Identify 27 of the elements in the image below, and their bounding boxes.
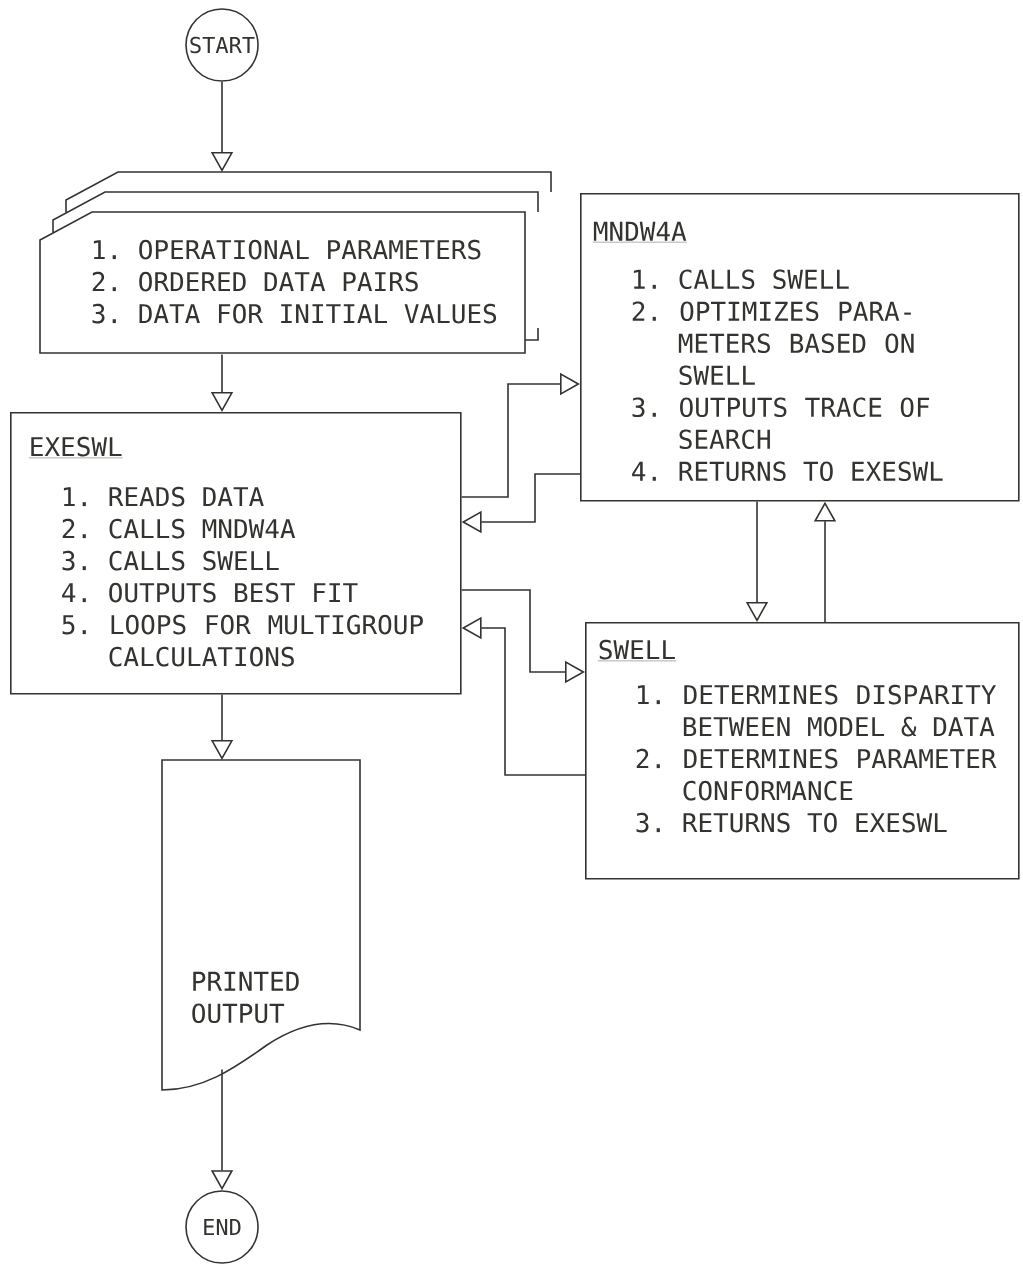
list-item: 3. RETURNS TO EXESWL xyxy=(636,812,947,833)
list-item: 4. OUTPUTS BEST FIT xyxy=(62,582,358,603)
punched-card-stack xyxy=(39,171,552,354)
list-item: 3. OUTPUTS TRACE OF SEARCH xyxy=(632,397,930,450)
list-item: 4. RETURNS TO EXESWL xyxy=(632,461,943,482)
list-item: 2. ORDERED DATA PAIRS xyxy=(92,271,418,292)
list-item: 2. OPTIMIZES PARA- METERS BASED ON SWELL xyxy=(632,301,914,386)
list-item: 5. LOOPS FOR MULTIGROUP CALCULATIONS xyxy=(62,614,423,667)
end-terminal: END xyxy=(185,1190,259,1264)
list-item: 2. CALLS MNDW4A xyxy=(62,518,296,539)
list-item: 1. READS DATA xyxy=(63,486,264,507)
box-heading: EXESWL xyxy=(28,436,123,459)
list-item: 1. OPERATIONAL PARAMETERS xyxy=(93,239,481,260)
document-shape xyxy=(161,759,361,1091)
list-item: 1. CALLS SWELL xyxy=(633,269,849,290)
arrow xyxy=(460,372,580,498)
start-terminal: START xyxy=(185,8,259,82)
document-text: PRINTED OUTPUT xyxy=(192,971,299,1024)
process-box xyxy=(580,193,1020,502)
process-box xyxy=(585,622,1020,880)
list-item: 1. DETERMINES DISPARITY BETWEEN MODEL & DATA xyxy=(637,684,996,737)
list-item: 3. DATA FOR INITIAL VALUES xyxy=(92,303,497,324)
box-heading: SWELL xyxy=(597,639,677,662)
list-item: 2. DETERMINES PARAMETER CONFORMANCE xyxy=(636,748,997,801)
box-heading: MNDW4A xyxy=(592,221,687,243)
process-box xyxy=(10,412,462,695)
list-item: 3. CALLS SWELL xyxy=(62,550,279,571)
